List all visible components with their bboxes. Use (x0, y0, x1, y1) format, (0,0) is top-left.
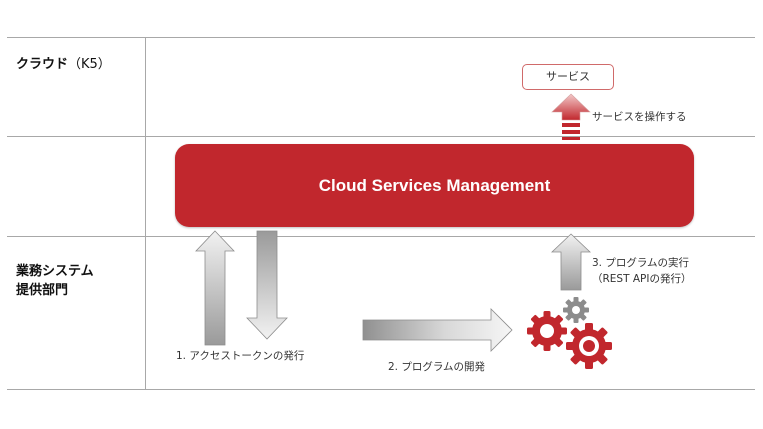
develop-arrow (362, 308, 513, 352)
step2-caption: 2. プログラムの開発 (388, 361, 486, 373)
label-column-divider (145, 37, 146, 389)
up-arrow-icon (551, 93, 591, 140)
business-lane-line1: 業務システム (16, 264, 94, 279)
csm-bar: Cloud Services Management (175, 144, 694, 227)
service-box: サービス (522, 64, 614, 90)
business-lane-label: 業務システム 提供部門 (16, 262, 94, 300)
cloud-lane-title: クラウド (16, 57, 69, 72)
business-lane-line2: 提供部門 (16, 283, 69, 298)
step3-caption-line2: （REST APIの発行） (592, 273, 692, 285)
token-response-arrow (246, 230, 288, 340)
cloud-lane-label: クラウド（K5） (16, 55, 111, 74)
gears-icon (527, 297, 612, 369)
top-divider (7, 37, 755, 38)
step3-caption-line1: 3. プログラムの実行 (592, 257, 690, 269)
lane-divider-upper (7, 136, 755, 137)
token-request-arrow (195, 230, 235, 346)
lane-divider-lower (7, 236, 755, 237)
operate-service-caption: サービスを操作する (592, 111, 687, 123)
run-arrow (550, 233, 592, 291)
step1-caption: 1. アクセストークンの発行 (176, 350, 305, 362)
bottom-divider (7, 389, 755, 390)
cloud-lane-suffix: （K5） (68, 57, 111, 72)
